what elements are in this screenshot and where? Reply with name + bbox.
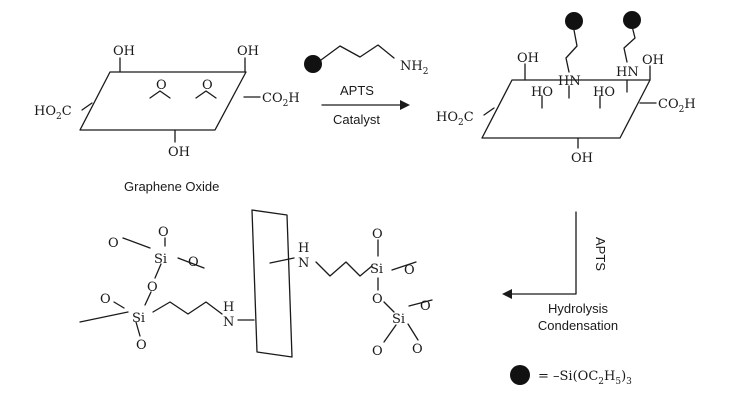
fgo-ho-inner-right: HO bbox=[593, 85, 615, 100]
legend-dot bbox=[510, 365, 530, 385]
product-n-right: N bbox=[298, 256, 309, 271]
go-epoxide-o-left: O bbox=[156, 78, 167, 93]
si-oc2h5-3-dot-reagent bbox=[304, 55, 322, 73]
product-o-left-3: O bbox=[188, 255, 199, 270]
legend-text: = –Si(OC2H5)3 bbox=[538, 369, 632, 387]
go-ho2c: HO2C bbox=[34, 104, 72, 122]
product-si-left-lower: Si bbox=[132, 311, 145, 326]
fgo-oh-bottom: OH bbox=[571, 151, 593, 166]
product-o-left-bridge: O bbox=[147, 280, 158, 295]
fgo-oh-top-left: OH bbox=[517, 51, 539, 66]
graphene-oxide-label: Graphene Oxide bbox=[124, 179, 219, 194]
product-o-right-3: O bbox=[420, 299, 431, 314]
product-o-left-1: O bbox=[108, 236, 119, 251]
arrow-2-label-condensation: Condensation bbox=[538, 318, 618, 333]
graphene-sheet-outline bbox=[79, 71, 247, 131]
right-lower-si-methoxy-2 bbox=[383, 324, 397, 343]
product-si-right-upper: Si bbox=[370, 262, 383, 277]
arrow-1-label-catalyst: Catalyst bbox=[333, 112, 380, 127]
right-lower-si-methoxy-1 bbox=[408, 299, 433, 307]
product-o-right-bridge: O bbox=[372, 292, 383, 307]
fgo-hn-right: HN bbox=[616, 65, 639, 80]
left-lower-si-methoxy-2 bbox=[135, 321, 141, 337]
left-propyl-chain bbox=[152, 301, 223, 315]
product-o-right-1: O bbox=[372, 227, 383, 242]
product-o-left-4: O bbox=[100, 292, 111, 307]
left-lower-si-methoxy-3 bbox=[113, 301, 125, 309]
go-oh-bottom: OH bbox=[168, 145, 190, 160]
left-upper-si-to-o bbox=[154, 263, 162, 279]
product-o-right-2: O bbox=[404, 263, 415, 278]
go-epoxide-o-right: O bbox=[202, 78, 213, 93]
fgo-ho-inner-left: HO bbox=[531, 85, 553, 100]
fgo-carboxyl-bond-left bbox=[483, 107, 495, 116]
fgo-co2h: CO2H bbox=[658, 97, 696, 115]
go-oh-top-right: OH bbox=[237, 44, 259, 59]
functionalized-go-structure bbox=[481, 25, 657, 149]
product-o-right-4: O bbox=[372, 344, 383, 359]
reaction-arrow-2-shaft bbox=[511, 211, 577, 295]
go-oh-top-left: OH bbox=[113, 44, 135, 59]
fgo-hn-left: HN bbox=[558, 74, 581, 89]
go-co2h: CO2H bbox=[262, 91, 300, 109]
fgo-chain-right bbox=[623, 25, 636, 63]
product-o-left-2: O bbox=[158, 225, 169, 240]
fgo-ho2c: HO2C bbox=[436, 110, 474, 128]
epoxide-bond-right bbox=[195, 90, 217, 99]
right-upper-si-methoxy-2 bbox=[391, 261, 417, 271]
right-propyl-chain bbox=[315, 261, 373, 277]
right-o-to-lower-si bbox=[383, 301, 395, 313]
product-si-right-lower: Si bbox=[392, 312, 405, 327]
product-h-right: H bbox=[298, 241, 309, 256]
reagent-nh2: NH2 bbox=[400, 59, 428, 77]
fgo-oh-top-right: OH bbox=[642, 53, 664, 68]
crosslinked-product-structure bbox=[79, 209, 433, 358]
product-h-left: H bbox=[223, 300, 234, 315]
product-si-left-upper: Si bbox=[154, 252, 167, 267]
carboxyl-bond-left bbox=[81, 102, 93, 111]
epoxide-bond-left bbox=[149, 90, 171, 99]
product-o-right-5: O bbox=[412, 342, 423, 357]
left-upper-si-methoxy-3 bbox=[177, 257, 205, 269]
right-sheet-to-nh bbox=[269, 257, 295, 264]
arrow-2-label-hydrolysis: Hydrolysis bbox=[548, 301, 608, 316]
left-o-to-lower-si bbox=[144, 291, 152, 306]
reaction-arrow-1-head bbox=[400, 100, 410, 110]
reaction-arrow-2-head bbox=[502, 289, 512, 299]
fgo-sheet-outline bbox=[481, 79, 651, 139]
si-oc2h5-3-dot-right bbox=[623, 11, 641, 29]
left-lower-si-methoxy-1 bbox=[79, 311, 129, 323]
graphene-oxide-structure bbox=[79, 57, 261, 143]
aminopropyl-chain bbox=[320, 44, 395, 61]
product-graphene-sheet bbox=[251, 209, 293, 358]
arrow-2-label-apts: APTS bbox=[593, 237, 608, 271]
left-upper-si-methoxy-1 bbox=[122, 237, 151, 249]
product-n-left: N bbox=[223, 315, 234, 330]
arrow-1-label-apts: APTS bbox=[340, 83, 374, 98]
right-lower-si-methoxy-3 bbox=[407, 323, 419, 341]
product-o-left-5: O bbox=[136, 338, 147, 353]
si-oc2h5-3-dot-left bbox=[565, 12, 583, 30]
fgo-chain-left bbox=[565, 29, 578, 73]
